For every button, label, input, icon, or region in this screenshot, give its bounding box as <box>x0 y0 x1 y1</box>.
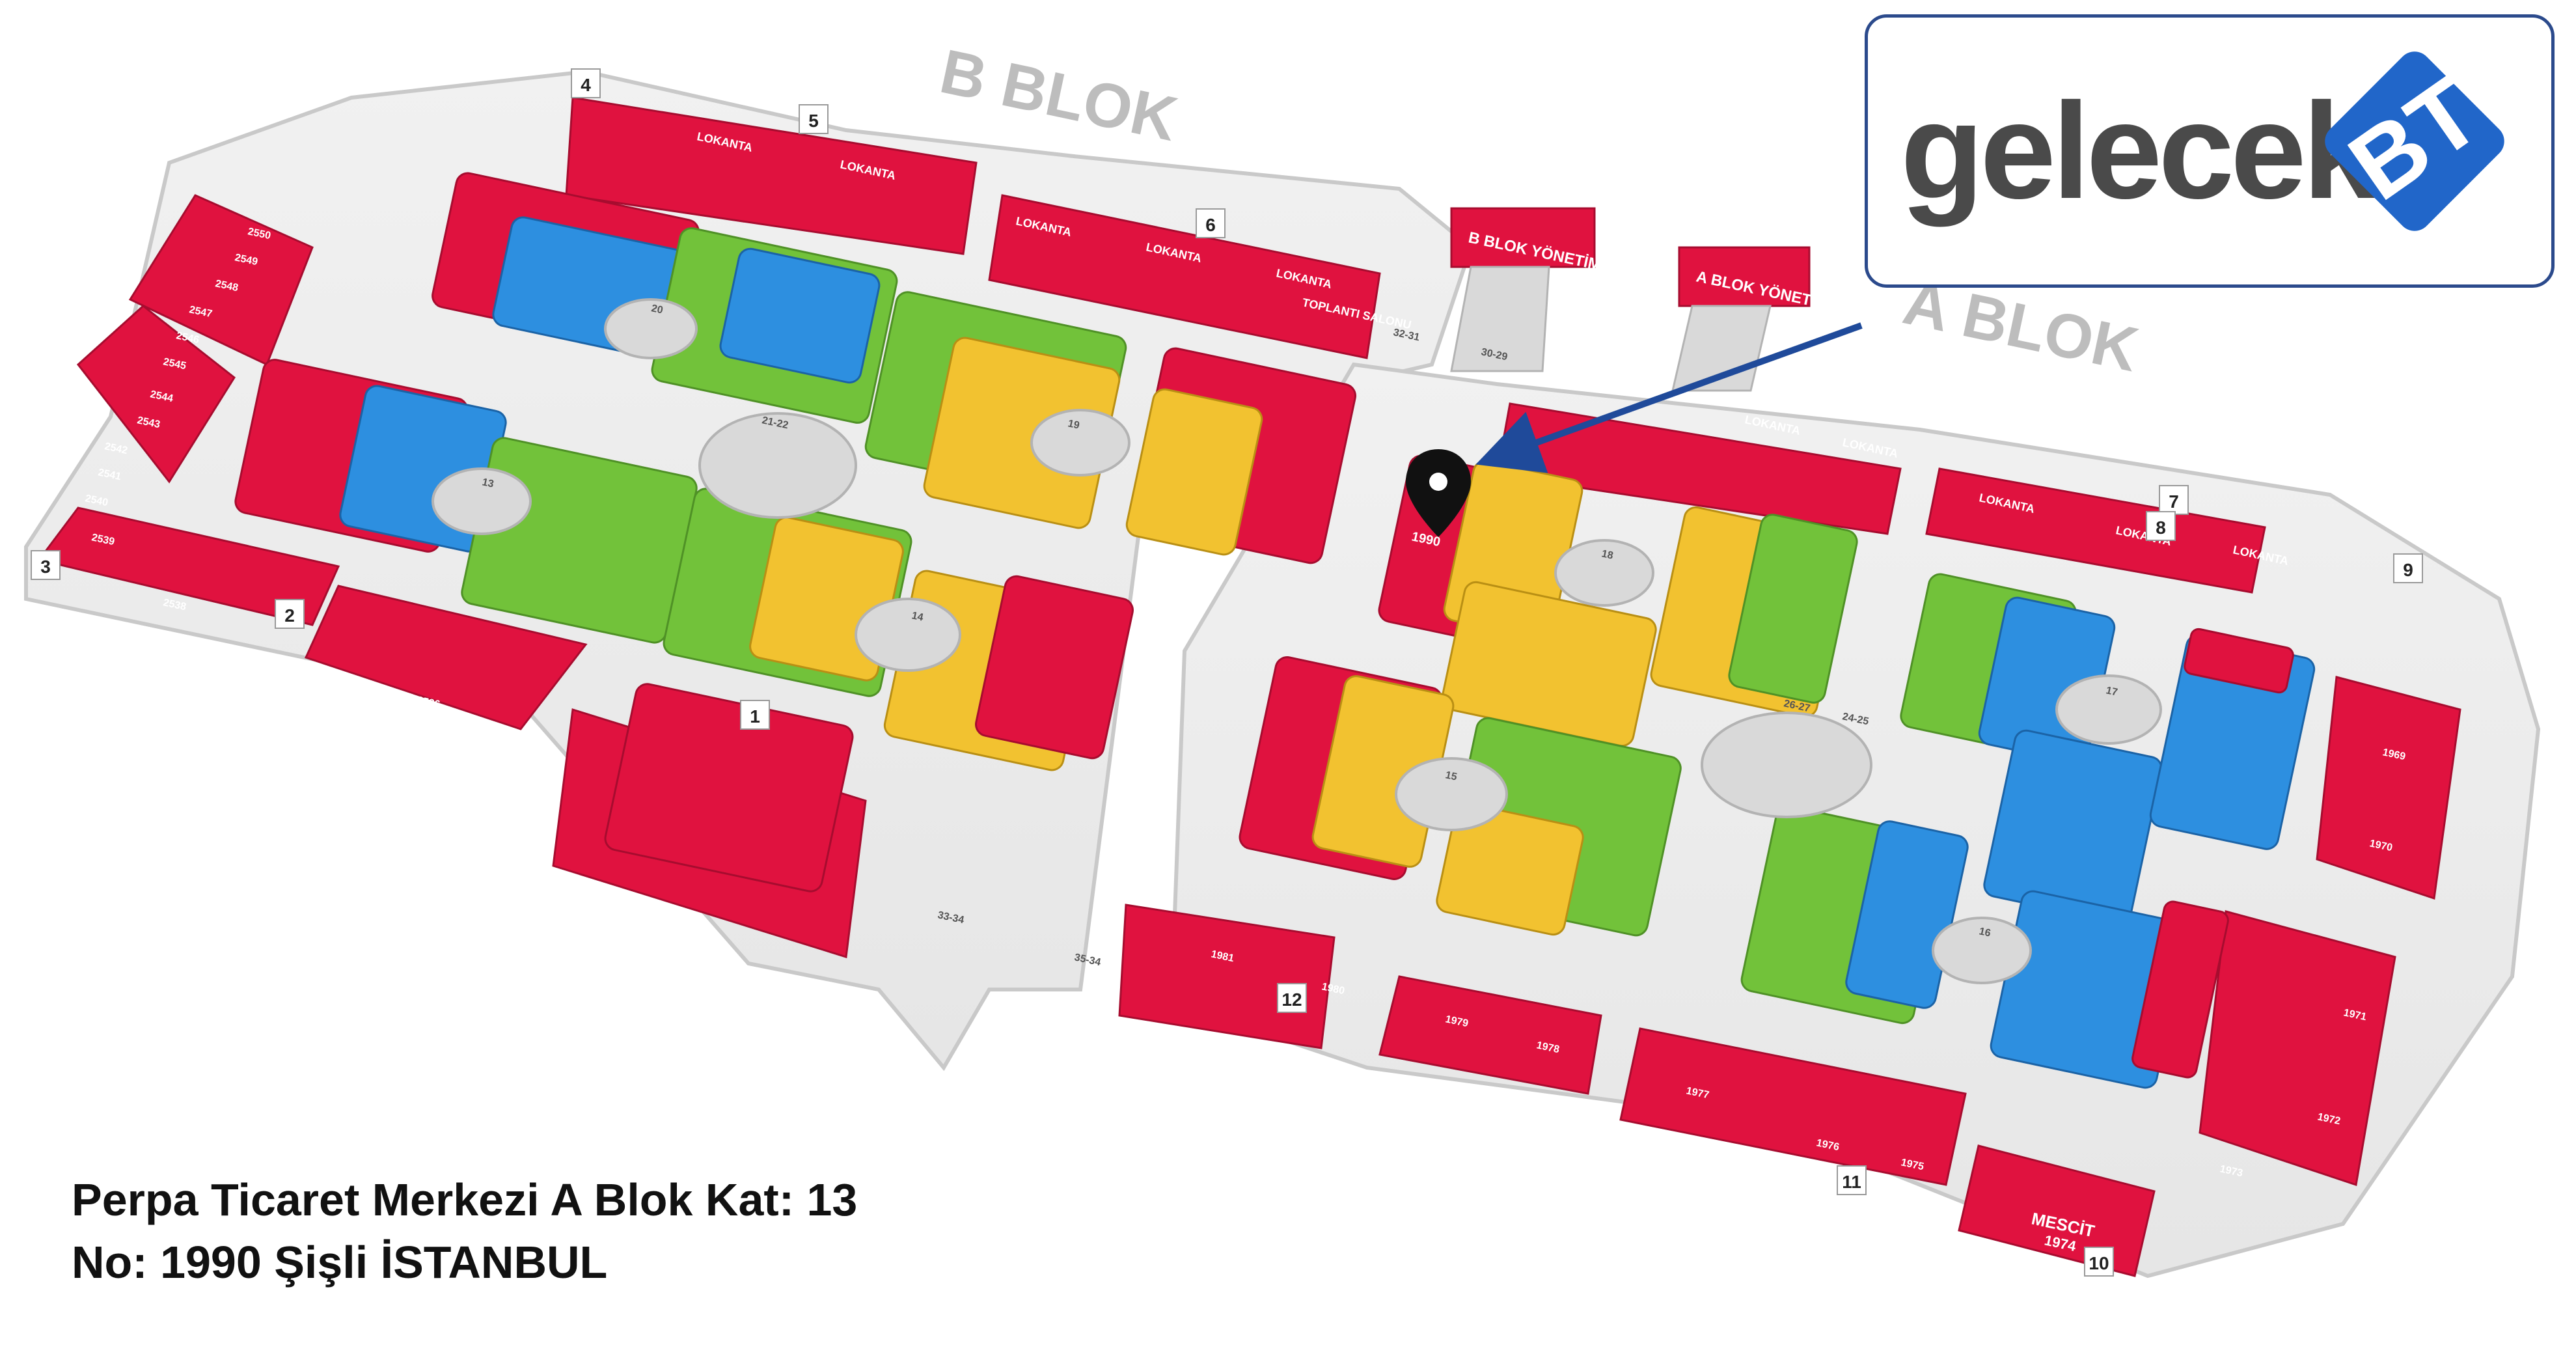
location-pin-marker[interactable] <box>1406 449 1471 537</box>
stair-number-badge <box>1277 983 1307 1013</box>
stair-number: 7 <box>2169 491 2179 512</box>
elevator-label: 15 <box>1444 769 1458 782</box>
stair-number-badge <box>1196 208 1226 238</box>
stair-number-badge <box>31 550 61 580</box>
stair-number-badge <box>571 68 601 98</box>
elevator-label: 19 <box>1067 418 1080 431</box>
elevator-label: 20 <box>650 303 664 316</box>
stair-number-badge <box>2393 553 2423 583</box>
stair-number: 11 <box>1842 1172 1861 1192</box>
elevator-label: 14 <box>911 610 924 623</box>
logo-badge-icon: BT <box>2317 44 2512 239</box>
stair-number-badge <box>275 599 305 629</box>
elevator-label: 13 <box>481 477 495 490</box>
stair-number: 9 <box>2403 560 2413 580</box>
stair-number-badge <box>740 700 770 730</box>
elevator-label: 16 <box>1978 926 1992 939</box>
stair-number: 2 <box>284 605 295 626</box>
elevator-hubs <box>432 298 2162 984</box>
elevator-label: 17 <box>2105 685 2118 698</box>
gelecek-bt-logo: gelecek BT <box>1865 14 2555 288</box>
logo-wordmark: gelecek <box>1900 74 2379 227</box>
a-blok-perimeter-shops <box>1378 402 2461 1277</box>
stair-number-badge <box>799 104 829 134</box>
pointer-arrow <box>1475 322 1863 473</box>
stair-number: 3 <box>40 557 51 577</box>
perpa-tv-label: PERPA TV <box>1114 794 1155 879</box>
stair-number-badge <box>2146 511 2176 541</box>
stair-number: 8 <box>2156 518 2166 538</box>
stair-number-badge <box>2084 1247 2114 1277</box>
stair-number: 6 <box>1205 215 1216 235</box>
stair-number-badge <box>1837 1165 1867 1195</box>
b-blok-label: B BLOK <box>935 36 1183 154</box>
stair-number: 1 <box>750 706 760 726</box>
elevator-label: 18 <box>1600 548 1614 561</box>
stair-number: 5 <box>808 111 819 131</box>
address-caption: Perpa Ticaret Merkezi A Blok Kat: 13 No:… <box>72 1169 857 1294</box>
stair-number: 10 <box>2089 1253 2109 1273</box>
stair-number: 4 <box>581 75 591 95</box>
caption-line-2: No: 1990 Şişli İSTANBUL <box>72 1237 608 1288</box>
caption-line-1: Perpa Ticaret Merkezi A Blok Kat: 13 <box>72 1174 858 1225</box>
management-towers <box>1450 207 1811 392</box>
stair-number: 12 <box>1281 989 1302 1010</box>
b-blok-shop-islands <box>234 172 1356 892</box>
